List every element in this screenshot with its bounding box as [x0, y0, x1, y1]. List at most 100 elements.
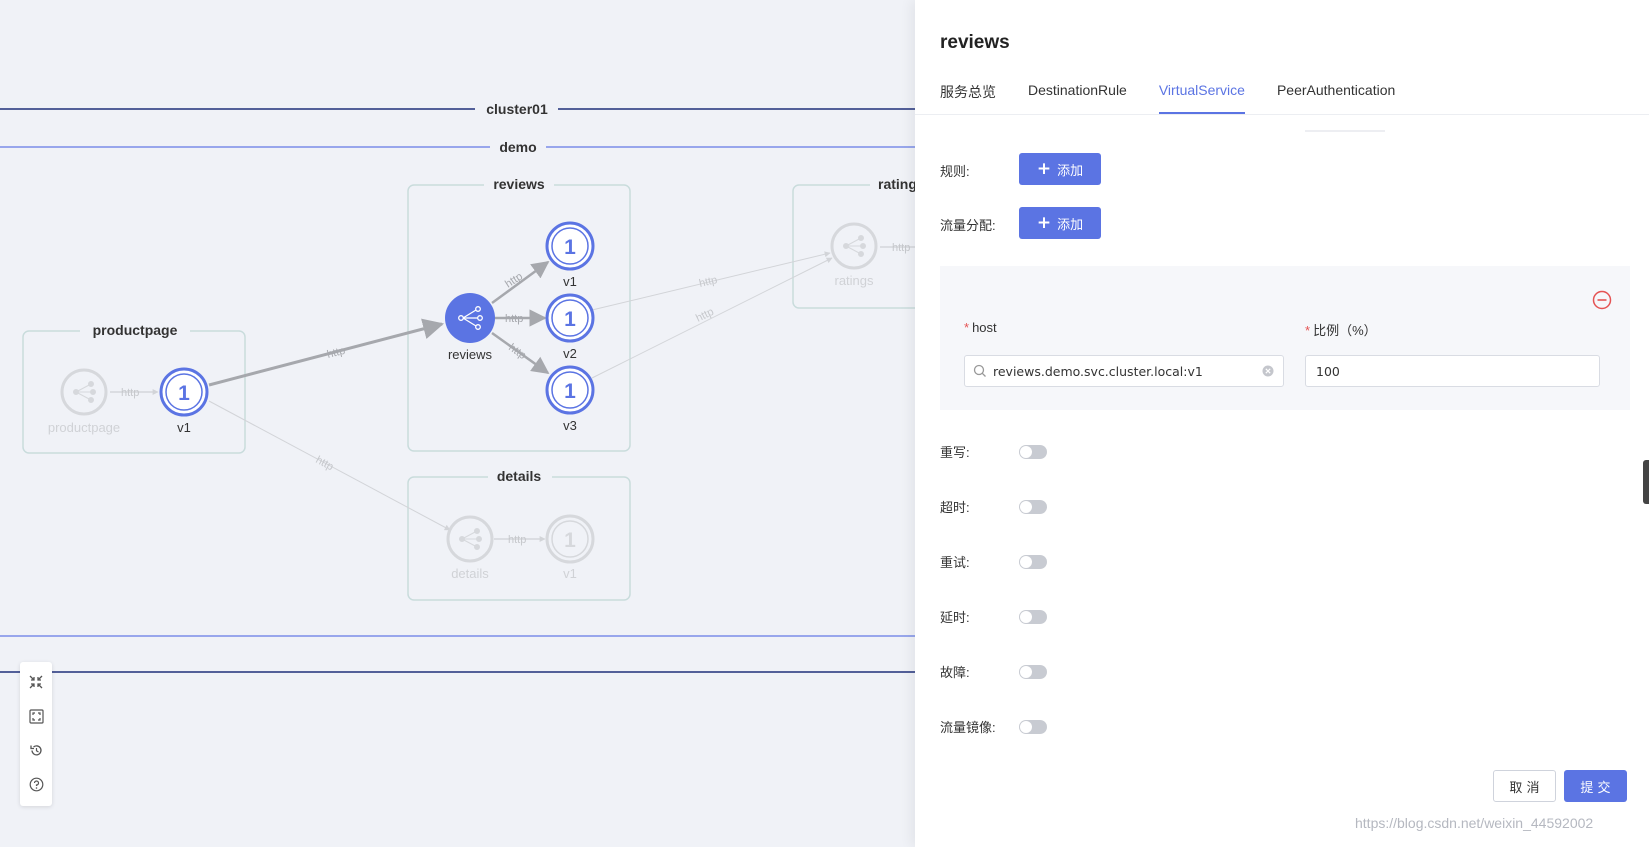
collapse-icon — [29, 675, 43, 689]
edge-v2-ratings — [591, 251, 831, 311]
node-label: v1 — [563, 566, 577, 581]
node-details-v1[interactable]: 1 v1 — [545, 514, 595, 581]
traffic-label: 流量分配: — [940, 218, 996, 233]
edge-label: http — [314, 454, 336, 473]
required-mark: * — [964, 320, 970, 335]
remove-circle-icon[interactable] — [1592, 290, 1612, 310]
reset-icon — [29, 744, 42, 755]
mirror-switch[interactable] — [1019, 720, 1047, 734]
clear-icon[interactable] — [1261, 364, 1275, 378]
edge-reviews-v3 — [491, 331, 550, 375]
required-mark: * — [1305, 323, 1311, 338]
node-label: details — [451, 566, 489, 581]
edge-productpage-reviews — [208, 318, 445, 387]
search-icon — [973, 364, 986, 377]
group-label-productpage: productpage — [93, 322, 178, 338]
workload-count: 1 — [178, 382, 190, 405]
rules-label: 规则: — [940, 164, 970, 179]
add-rule-button[interactable]: + 添加 — [1019, 153, 1101, 185]
fault-switch[interactable] — [1019, 665, 1047, 679]
ratio-field-label: *比例（%） — [1305, 323, 1377, 338]
node-reviews-v3[interactable]: 1 v3 — [545, 365, 595, 433]
route-destination-card: *host *比例（%） reviews.demo.svc.cluster.lo… — [940, 266, 1630, 410]
watermark: https://blog.csdn.net/weixin_44592002 — [1355, 815, 1594, 831]
rewrite-label: 重写: — [940, 445, 970, 460]
host-field-label: *host — [964, 320, 997, 335]
node-label: v2 — [563, 346, 577, 361]
node-productpage-service[interactable]: productpage — [48, 368, 120, 435]
node-ratings-service[interactable]: ratings — [830, 222, 878, 288]
edge-label: http — [505, 313, 523, 325]
timeout-switch[interactable] — [1019, 500, 1047, 514]
node-reviews-v2[interactable]: 1 v2 — [545, 293, 595, 361]
edge-productpage-details — [208, 400, 451, 531]
rewrite-switch[interactable] — [1019, 445, 1047, 459]
add-traffic-button[interactable]: + 添加 — [1019, 207, 1101, 239]
retry-switch[interactable] — [1019, 555, 1047, 569]
node-label: v3 — [563, 418, 577, 433]
mirror-label: 流量镜像: — [940, 720, 996, 735]
group-label-reviews: reviews — [493, 176, 545, 192]
host-value: reviews.demo.svc.cluster.local:v1 — [993, 363, 1203, 379]
cluster-label: cluster01 — [486, 101, 548, 117]
node-productpage-v1[interactable]: 1 v1 — [159, 367, 209, 435]
cancel-button[interactable]: 取 消 — [1493, 770, 1556, 802]
delay-label: 延时: — [940, 610, 970, 625]
collapse-button[interactable] — [24, 670, 48, 694]
fault-label: 故障: — [940, 665, 970, 680]
fit-view-button[interactable] — [24, 704, 48, 728]
tabs-divider — [915, 114, 1649, 115]
share-icon — [458, 306, 483, 330]
tab-virtual-service[interactable]: VirtualService — [1158, 82, 1245, 114]
plus-icon: + — [1036, 158, 1052, 179]
namespace-label: demo — [499, 139, 536, 155]
submit-button[interactable]: 提 交 — [1564, 770, 1627, 802]
add-traffic-label: 添加 — [1057, 217, 1084, 233]
node-label: ratings — [834, 273, 874, 288]
workload-count: 1 — [564, 236, 576, 259]
edge-reviews-v1 — [491, 260, 550, 305]
virtualservice-drawer: reviews 服务总览 DestinationRule VirtualServ… — [915, 0, 1649, 847]
topology-graph[interactable]: cluster01 demo productpage reviews detai… — [0, 0, 915, 847]
workload-count: 1 — [564, 308, 576, 331]
ratio-value: 100 — [1316, 363, 1340, 379]
edge-label: http — [508, 534, 526, 546]
edge-v3-ratings — [591, 257, 833, 379]
scroll-hint — [1305, 130, 1385, 132]
workload-count: 1 — [564, 529, 576, 552]
group-box-ratings — [792, 184, 915, 309]
help-button[interactable] — [24, 772, 48, 796]
node-reviews-v1[interactable]: 1 v1 — [545, 221, 595, 289]
host-select[interactable]: reviews.demo.svc.cluster.local:v1 — [964, 355, 1284, 387]
scrollbar-handle[interactable] — [1643, 460, 1649, 504]
edge-label: http — [503, 270, 525, 290]
share-icon — [73, 381, 96, 403]
add-rule-label: 添加 — [1057, 163, 1084, 179]
tab-destination-rule[interactable]: DestinationRule — [1028, 82, 1127, 98]
group-label-ratings: ratings — [878, 176, 915, 192]
share-icon — [459, 528, 482, 550]
topology-canvas[interactable]: cluster01 demo productpage reviews detai… — [0, 0, 915, 847]
node-reviews-service[interactable]: reviews — [445, 293, 495, 362]
delay-switch[interactable] — [1019, 610, 1047, 624]
edge-label: http — [694, 306, 716, 325]
edge-label: http — [892, 242, 910, 254]
node-label: v1 — [177, 420, 191, 435]
edge-label: http — [698, 274, 719, 290]
workload-count: 1 — [564, 380, 576, 403]
timeout-label: 超时: — [940, 500, 970, 515]
drawer-tabs: 服务总览 DestinationRule VirtualService Peer… — [940, 82, 1395, 114]
node-label: v1 — [563, 274, 577, 289]
share-icon — [843, 235, 866, 257]
edge-label: http — [326, 345, 347, 361]
tab-service-overview[interactable]: 服务总览 — [940, 84, 996, 100]
tab-peer-authentication[interactable]: PeerAuthentication — [1276, 82, 1396, 98]
help-icon — [29, 777, 43, 791]
node-details-service[interactable]: details — [446, 515, 494, 581]
retry-label: 重试: — [940, 555, 970, 570]
ratio-input[interactable]: 100 — [1305, 355, 1600, 387]
edge-label: http — [121, 387, 139, 399]
plus-icon: + — [1036, 212, 1052, 233]
group-label-details: details — [497, 468, 542, 484]
reset-button[interactable] — [24, 738, 48, 762]
